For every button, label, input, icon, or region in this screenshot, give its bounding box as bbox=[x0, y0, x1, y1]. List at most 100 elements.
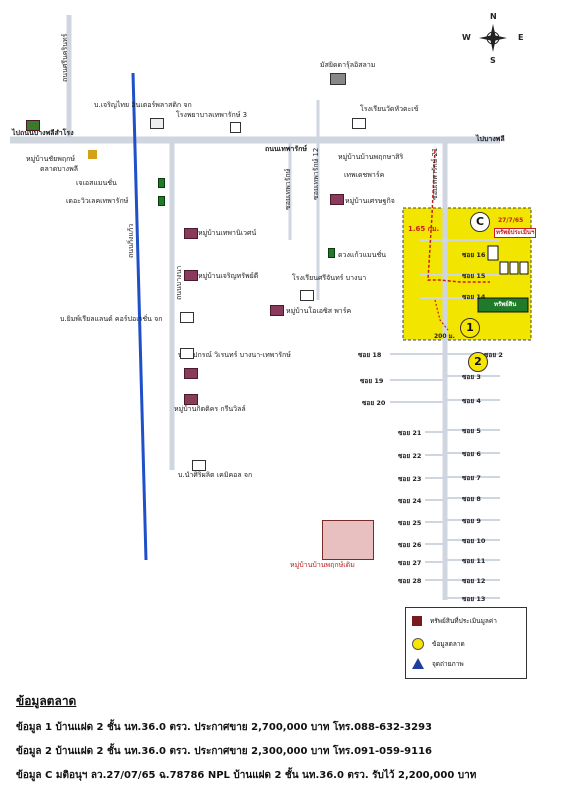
marker-2: 2 bbox=[468, 352, 488, 372]
condo-icon bbox=[328, 248, 335, 258]
place-label: หมู่บ้านบ้านพฤกษาสิริ bbox=[338, 153, 404, 161]
place-label: โรงพยาบาลเทพารักษ์ 3 bbox=[176, 111, 248, 119]
building-icon bbox=[150, 118, 164, 129]
factory-icon bbox=[180, 348, 194, 359]
road-label-soi2: ซอยเทพารักษ์ 12 bbox=[312, 147, 320, 200]
soi-label: ซอย 21 bbox=[398, 429, 422, 437]
place-label: โรงเรียนศรีจันทร์ บางนา bbox=[292, 274, 367, 282]
school-icon bbox=[300, 290, 314, 301]
soi-label: ซอย 8 bbox=[462, 495, 481, 503]
road-label-left: ถนนศรีนครินทร์ bbox=[61, 33, 69, 82]
date-label: 27/7/65 bbox=[498, 217, 524, 224]
road-label-bangphli: ไปบางพลี bbox=[476, 135, 505, 143]
place-label: หมู่บ้านชัยพฤกษ์ bbox=[26, 155, 75, 163]
compass-n: N bbox=[490, 12, 497, 21]
place-label: เทพเดชพาร์ค bbox=[344, 171, 385, 179]
note-line-2: ข้อมูล 2 บ้านแฝด 2 ชั้น นท.36.0 ตรว. ประ… bbox=[16, 746, 432, 757]
condo-icon bbox=[158, 196, 165, 206]
soi-label: ซอย 6 bbox=[462, 450, 481, 458]
village-icon bbox=[184, 394, 198, 405]
village-icon bbox=[184, 228, 198, 239]
place-label: หมู่บ้านโอเอซิส พาร์ค bbox=[286, 307, 352, 315]
market-dot-icon bbox=[412, 638, 424, 650]
parcel-label: ทรัพย์สิน bbox=[494, 301, 517, 308]
notes-title: ข้อมูลตลาด bbox=[16, 694, 77, 708]
soi-label: ซอย 26 bbox=[398, 541, 422, 549]
road-label-samrong: ไปถนนบางพลีสำโรง bbox=[12, 129, 74, 137]
soi-label: ซอย 11 bbox=[462, 557, 486, 565]
place-label: เจเอสแมนชั่น bbox=[76, 179, 117, 187]
note-line-3: ข้อมูล C มติอนุฯ ลว.27/07/65 ฉ.78786 NPL… bbox=[16, 770, 477, 781]
soi-label: ซอย 23 bbox=[398, 475, 422, 483]
soi-label: ซอย 20 bbox=[362, 399, 386, 407]
village-icon bbox=[330, 194, 344, 205]
condo-icon bbox=[158, 178, 165, 188]
soi-label: ซอย 12 bbox=[462, 577, 486, 585]
soi-label: ซอย 18 bbox=[358, 351, 382, 359]
place-label: หมู่บ้านเทพานิเวศน์ bbox=[198, 229, 257, 237]
place-label: ดวงแก้วแมนชั่น bbox=[338, 251, 387, 259]
soi-label: ซอย 27 bbox=[398, 559, 422, 567]
house-icon bbox=[412, 616, 422, 626]
road-label-soi3: ซอยเทพารักษ์ 21 bbox=[431, 147, 439, 200]
place-label: โรงเรียนวัดหัวตะเข้ bbox=[360, 105, 419, 113]
place-label: หมู่บ้านกิตติคร กรีนวิลล์ bbox=[174, 405, 246, 413]
compass-e: E bbox=[518, 33, 524, 42]
compass-s: S bbox=[490, 56, 496, 65]
place-label: บ.เจริญไทย อินเตอร์พลาสติก จก bbox=[94, 101, 192, 109]
village-icon bbox=[270, 305, 284, 316]
legend-item: จุดถ่ายภาพ bbox=[412, 658, 464, 669]
distance-label-2: 200 ม. bbox=[434, 333, 455, 340]
map-area: W E N S ไปถนนบางพลีสำโรง ถนนเทพารักษ์ ไป… bbox=[10, 12, 537, 679]
place-label: บ.กิจปกรณ์ วิเรนทร์ บางนา-เทพารักษ์ bbox=[178, 351, 291, 359]
house-photo bbox=[322, 520, 374, 560]
road-label-bangna: ถนนบางนา bbox=[175, 265, 183, 300]
soi-label: ซอย 2 bbox=[484, 351, 503, 359]
soi-label: ซอย 28 bbox=[398, 577, 422, 585]
road-label-soi1: ซอยเทพารักษ์ bbox=[284, 168, 292, 210]
soi-label: ซอย 19 bbox=[360, 377, 384, 385]
compass-rose bbox=[479, 24, 507, 52]
subject-label: ทรัพย์ประเมินฯ bbox=[494, 228, 537, 238]
market-notes: ข้อมูลตลาด ข้อมูล 1 บ้านแฝด 2 ชั้น นท.36… bbox=[16, 692, 556, 792]
marker-c: C bbox=[470, 212, 490, 232]
place-label: ตลาดบางพลี bbox=[40, 165, 79, 173]
note-line-1: ข้อมูล 1 บ้านแฝด 2 ชั้น นท.36.0 ตรว. ประ… bbox=[16, 722, 432, 733]
place-label: หมู่บ้านเศรษฐกิจ bbox=[345, 197, 395, 205]
factory-icon bbox=[180, 312, 194, 323]
soi-label: ซอย 3 bbox=[462, 373, 481, 381]
subject-parcel bbox=[477, 297, 529, 313]
bank-icon bbox=[26, 120, 40, 131]
road-network bbox=[10, 15, 532, 600]
legend-item: ทรัพย์สินที่ประเมินมูลค่า bbox=[412, 616, 497, 626]
village-icon bbox=[184, 368, 198, 379]
place-label: เดอะวิวเลคเทพารักษ์ bbox=[66, 197, 129, 205]
soi-label: ซอย 25 bbox=[398, 519, 422, 527]
place-label: หมู่บ้านเจริญทรัพย์ดี bbox=[198, 272, 259, 280]
place-label: มัสยิดดารุ้ลอิสลาม bbox=[320, 61, 376, 69]
road-label-blue: ถนนกิ่งแก้ว bbox=[127, 223, 135, 258]
mosque-icon bbox=[330, 73, 346, 85]
factory-icon bbox=[192, 460, 206, 471]
soi-label: ซอย 22 bbox=[398, 452, 422, 460]
market-icon bbox=[88, 150, 97, 159]
soi-label: ซอย 4 bbox=[462, 397, 481, 405]
soi-label: ซอย 24 bbox=[398, 497, 422, 505]
soi-label: ซอย 14 bbox=[462, 293, 486, 301]
marker-1: 1 bbox=[460, 318, 480, 338]
distance-label: 1.65 กม. bbox=[408, 225, 440, 233]
road-label-main: ถนนเทพารักษ์ bbox=[265, 145, 307, 153]
soi-label: ซอย 7 bbox=[462, 474, 481, 482]
soi-label: ซอย 16 bbox=[462, 251, 486, 259]
camera-triangle-icon bbox=[412, 658, 424, 669]
compass-w: W bbox=[462, 33, 471, 42]
soi-label: ซอย 5 bbox=[462, 427, 481, 435]
soi-label: ซอย 15 bbox=[462, 272, 486, 280]
place-label: หมู่บ้านบ้านพฤกษ์เดิม bbox=[290, 561, 355, 569]
place-label: บ.ยิมพ์เรียลแลนด์ คอร์ปอเรชั่น จก bbox=[60, 315, 163, 323]
legend: ทรัพย์สินที่ประเมินมูลค่า ข้อมูลตลาด จุด… bbox=[405, 607, 527, 679]
hospital-icon bbox=[230, 122, 241, 133]
soi-label: ซอย 9 bbox=[462, 517, 481, 525]
legend-item: ข้อมูลตลาด bbox=[412, 638, 465, 650]
route-line bbox=[427, 149, 490, 283]
